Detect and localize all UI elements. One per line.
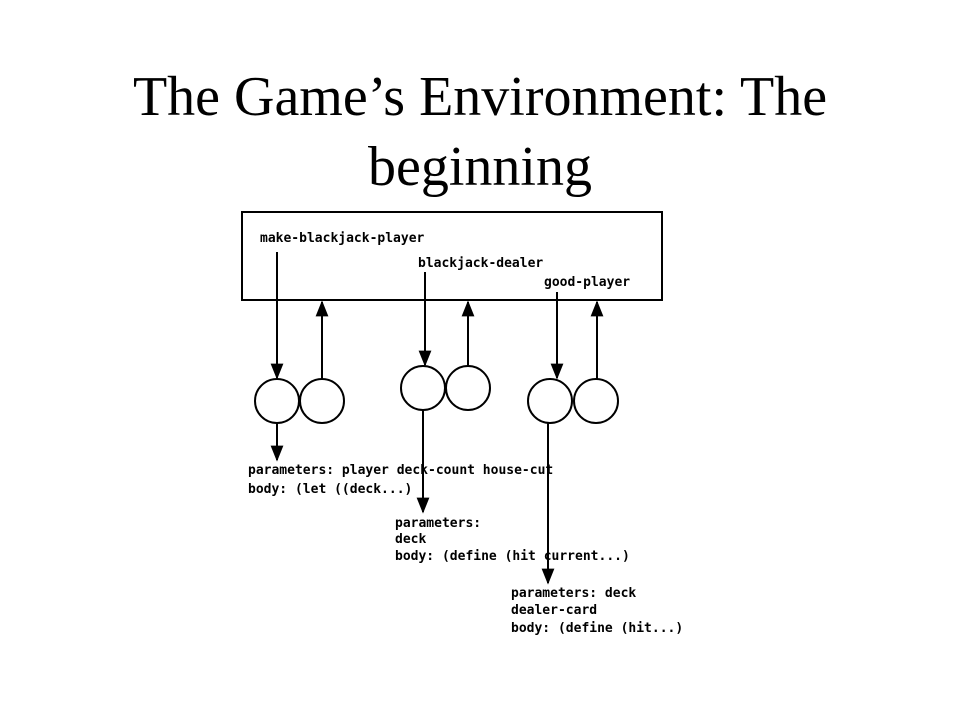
procedure-3-text: parameters: deck dealer-card body: (defi…	[511, 586, 683, 636]
procedure-3-line-3: body: (define (hit...)	[511, 621, 683, 636]
label-make-blackjack-player: make-blackjack-player	[260, 231, 425, 246]
procedure-3-line-1: parameters: deck	[511, 586, 636, 601]
label-blackjack-dealer: blackjack-dealer	[418, 256, 543, 271]
procedure-object-3	[527, 292, 619, 585]
title-line-2: beginning	[368, 136, 592, 198]
procedure-2-line-1: parameters:	[395, 516, 481, 531]
procedure-1-line-2: body: (let ((deck...)	[248, 482, 412, 497]
title-line-1: The Game’s Environment: The	[132, 66, 828, 128]
procedure-object-1	[254, 252, 345, 462]
procedure-2-line-3: body: (define (hit current...)	[395, 549, 630, 564]
slide-title: The Game’s Environment: The beginning	[0, 62, 960, 202]
global-environment-frame	[241, 211, 663, 301]
procedure-2-line-2: deck	[395, 532, 426, 547]
procedure-1-line-1: parameters: player deck-count house-cut	[248, 463, 553, 478]
procedure-2-text: parameters: deck body: (define (hit curr…	[395, 516, 630, 564]
procedure-3-line-2: dealer-card	[511, 603, 597, 618]
procedure-1-text: parameters: player deck-count house-cut …	[248, 463, 561, 497]
procedure-object-2	[400, 272, 491, 514]
label-good-player: good-player	[544, 275, 630, 290]
